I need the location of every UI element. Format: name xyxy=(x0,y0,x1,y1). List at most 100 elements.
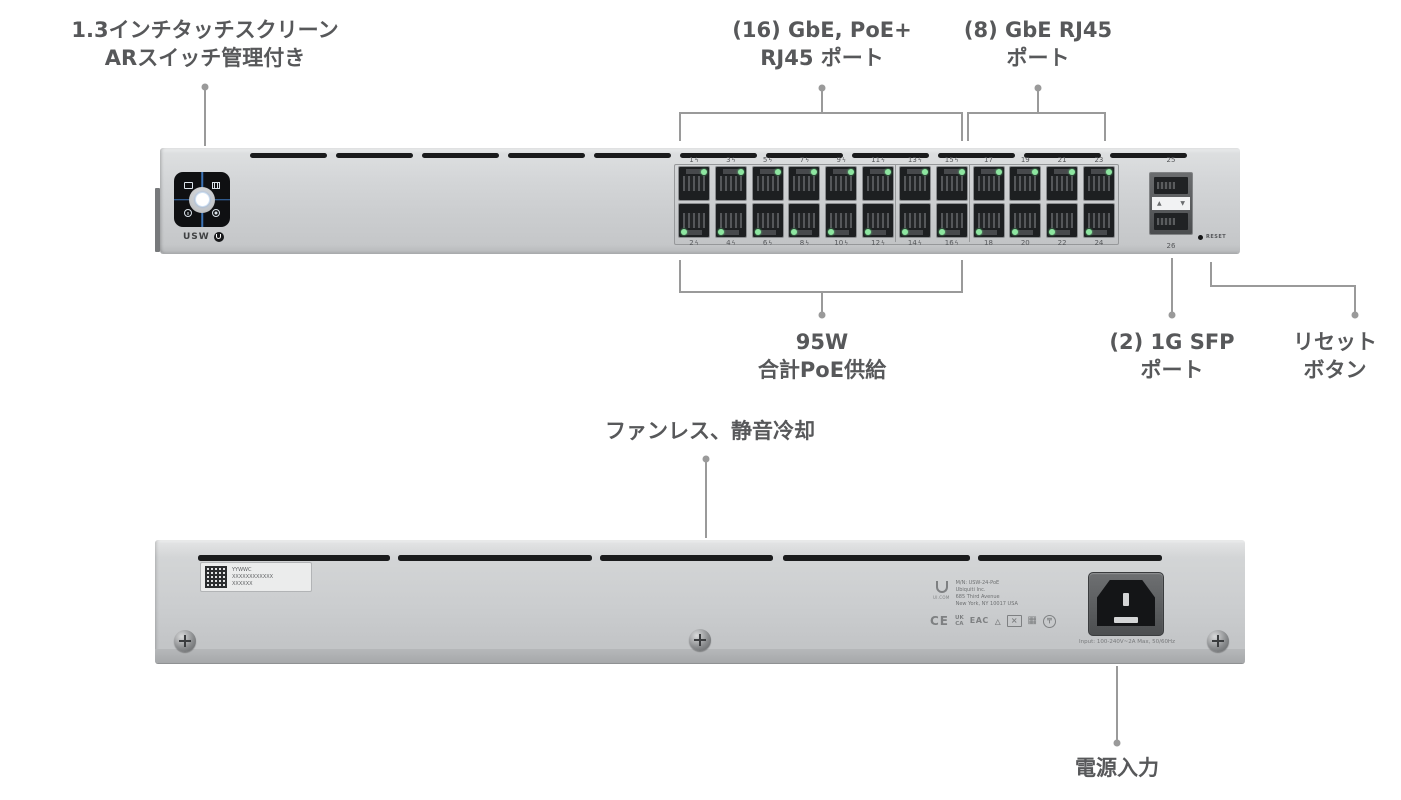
port-number-bottom: 20 xyxy=(1020,239,1030,247)
led-indicator xyxy=(995,169,1002,175)
vent-slot xyxy=(250,153,327,158)
device-address-line1: 685 Third Avenue xyxy=(955,594,1000,600)
poe-budget-callout-bracket xyxy=(679,260,963,319)
power-prong xyxy=(1123,593,1129,606)
led-indicator xyxy=(811,169,818,175)
rj45-port xyxy=(1082,203,1115,238)
screen-display-icon xyxy=(184,182,193,189)
rj45-port xyxy=(935,203,968,238)
rj45-port xyxy=(825,203,858,238)
led-indicator xyxy=(901,229,908,235)
led-indicator xyxy=(938,229,945,235)
rj45-port xyxy=(1046,166,1079,201)
rj45-port xyxy=(751,166,784,201)
touchscreen-label: 1.3インチタッチスクリーン ARスイッチ管理付き xyxy=(30,16,380,72)
rj45-port xyxy=(678,166,710,201)
reset-button xyxy=(1198,234,1203,240)
device-info-block: UI.COM M/N: USW-24-PoE Ubiquiti Inc. 685… xyxy=(933,580,1018,608)
screen-center-dot xyxy=(194,192,210,207)
gbe-ports-label-line2: ポート xyxy=(1006,46,1070,70)
poe-bolt-icon: ϟ xyxy=(881,157,885,164)
touchscreen-callout-line xyxy=(201,83,209,146)
device-company-line: Ubiquiti Inc. xyxy=(955,587,986,593)
screen-center-ring xyxy=(189,186,215,213)
brand-mark: USW xyxy=(183,232,224,242)
vent-slot xyxy=(398,555,592,561)
brand-text: USW xyxy=(183,232,210,242)
rj45-port xyxy=(1009,166,1042,201)
poe-bolt-icon: ϟ xyxy=(805,240,810,247)
eac-mark: EAC xyxy=(969,616,989,625)
led-indicator xyxy=(828,229,835,235)
led-indicator xyxy=(791,229,798,235)
rj45-port xyxy=(972,166,1005,201)
sfp-ports-label-line2: ポート xyxy=(1140,358,1204,382)
led-indicator xyxy=(754,229,761,235)
sfp-cage: ▲ ▼ xyxy=(1149,172,1193,235)
sfp-callout-line xyxy=(1168,258,1176,319)
kc-mark: ▦ xyxy=(1027,615,1037,626)
gbe-ports-callout-bracket xyxy=(967,84,1106,141)
sticker-text: YYWWC XXXXXXXXXXXX XXXXXX xyxy=(232,567,273,587)
fanless-label-line1: ファンレス、静音冷却 xyxy=(605,419,815,443)
vent-slot xyxy=(594,153,671,158)
reset-label-text: RESET xyxy=(1206,234,1227,240)
vent-slot xyxy=(978,555,1162,561)
weee-mark: × xyxy=(1006,615,1022,627)
ubiquiti-u-icon xyxy=(934,580,949,594)
poe-bolt-icon: ϟ xyxy=(694,240,699,247)
poe-budget-label-line2: 合計PoE供給 xyxy=(757,358,887,382)
reset-callout-line xyxy=(1210,262,1359,319)
ce-mark: CE xyxy=(930,614,950,628)
poe-bolt-icon: ϟ xyxy=(917,240,922,247)
power-callout-line xyxy=(1113,666,1121,747)
back-bottom-edge xyxy=(155,649,1245,663)
reset-button-label-line2: ボタン xyxy=(1303,358,1367,382)
vent-slot xyxy=(1110,153,1187,158)
ukca-mark: UK CA xyxy=(955,615,964,627)
vent-slot xyxy=(1024,153,1101,158)
screw-icon xyxy=(689,629,711,651)
reset-button-label-line1: リセット xyxy=(1293,330,1377,354)
serial-sticker: YYWWC XXXXXXXXXXXX XXXXXX xyxy=(200,562,312,592)
touchscreen-label-line1: 1.3インチタッチスクリーン xyxy=(71,18,339,42)
led-indicator xyxy=(885,169,892,175)
reset-button-group: RESET xyxy=(1198,234,1226,240)
touchscreen-display xyxy=(174,172,230,227)
giteki-mark: 〒 xyxy=(1042,614,1056,628)
rj45-port xyxy=(972,203,1005,238)
port-number-bottom: 22 xyxy=(1057,239,1067,247)
poe-bolt-icon: ϟ xyxy=(917,157,922,164)
vent-slot xyxy=(938,153,1015,158)
vent-slot xyxy=(422,153,499,158)
led-indicator xyxy=(1085,229,1092,235)
rj45-port xyxy=(751,203,784,238)
rj45-port xyxy=(862,203,895,238)
port-number-bottom: 24 xyxy=(1094,239,1104,247)
port-number-top: 23 xyxy=(1094,156,1104,164)
poe-bolt-icon: ϟ xyxy=(844,240,849,247)
port-number-top: 21 xyxy=(1057,156,1067,164)
rj45-port xyxy=(1046,203,1079,238)
port-group-divider xyxy=(969,165,970,242)
vent-slot xyxy=(198,555,390,561)
power-prong xyxy=(1125,617,1138,623)
screen-info-icon xyxy=(184,209,192,217)
port-number-top: 19 xyxy=(1020,156,1030,164)
rj45-port xyxy=(678,203,710,238)
fanless-label: ファンレス、静音冷却 xyxy=(510,417,910,445)
